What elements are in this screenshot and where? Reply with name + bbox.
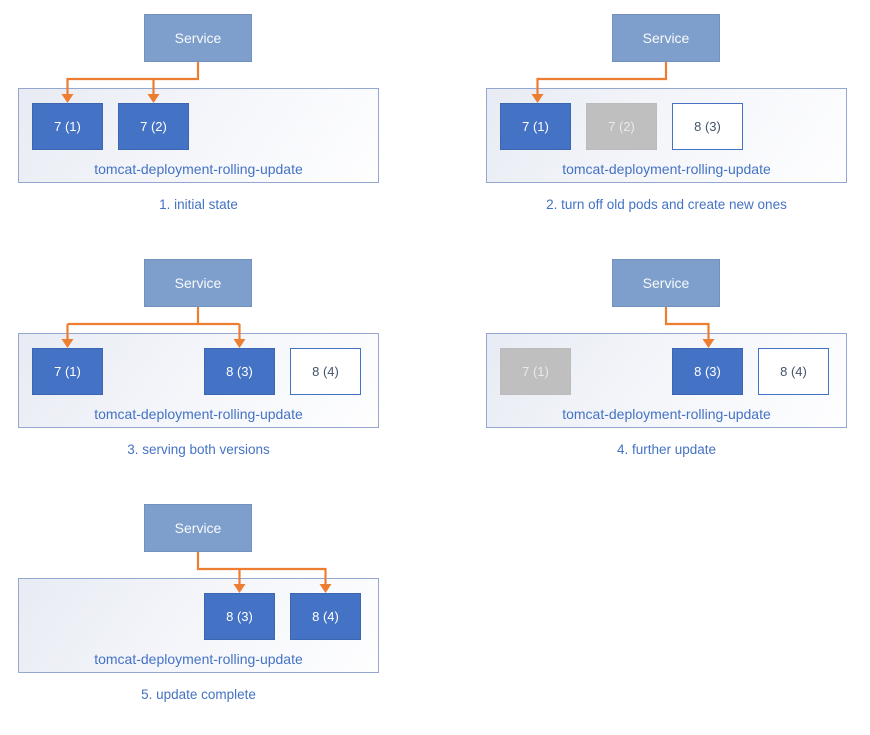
service-label: Service — [174, 30, 222, 46]
pod-label: 8 (3) — [226, 609, 253, 624]
deployment-label: tomcat-deployment-rolling-update — [562, 161, 771, 177]
pod-8-3: 8 (3) — [204, 593, 275, 640]
pod-label: 8 (3) — [226, 364, 253, 379]
deployment-label: tomcat-deployment-rolling-update — [94, 651, 303, 667]
service-node: Service — [144, 504, 252, 552]
pod-label: 7 (2) — [608, 119, 635, 134]
stage-update-complete: Service tomcat-deployment-rolling-update… — [0, 490, 402, 735]
pod-7-1: 7 (1) — [32, 103, 103, 150]
pod-label: 7 (1) — [54, 119, 81, 134]
pod-label: 8 (4) — [780, 364, 807, 379]
pod-8-3: 8 (3) — [672, 348, 743, 395]
deployment-label: tomcat-deployment-rolling-update — [562, 406, 771, 422]
pod-8-4-new: 8 (4) — [758, 348, 829, 395]
pod-label: 7 (2) — [140, 119, 167, 134]
pod-label: 7 (1) — [522, 364, 549, 379]
service-node: Service — [612, 259, 720, 307]
pod-7-1: 7 (1) — [32, 348, 103, 395]
pod-label: 8 (3) — [694, 119, 721, 134]
service-label: Service — [174, 520, 222, 536]
pod-7-1: 7 (1) — [500, 103, 571, 150]
stage-caption: 3. serving both versions — [127, 442, 270, 457]
pod-8-3-new: 8 (3) — [672, 103, 743, 150]
pod-label: 7 (1) — [54, 364, 81, 379]
pod-8-4: 8 (4) — [290, 593, 361, 640]
stage-caption: 1. initial state — [159, 197, 238, 212]
pod-7-2: 7 (2) — [118, 103, 189, 150]
service-label: Service — [642, 275, 690, 291]
service-node: Service — [612, 14, 720, 62]
stage-serving-both-versions: Service tomcat-deployment-rolling-update… — [0, 245, 402, 490]
pod-label: 8 (4) — [312, 364, 339, 379]
service-node: Service — [144, 259, 252, 307]
pod-label: 7 (1) — [522, 119, 549, 134]
pod-8-3: 8 (3) — [204, 348, 275, 395]
pod-label: 8 (3) — [694, 364, 721, 379]
pod-8-4-new: 8 (4) — [290, 348, 361, 395]
stage-caption: 5. update complete — [141, 687, 256, 702]
stage-initial-state: Service tomcat-deployment-rolling-update… — [0, 0, 402, 245]
deployment-label: tomcat-deployment-rolling-update — [94, 161, 303, 177]
pod-7-1-terminated: 7 (1) — [500, 348, 571, 395]
pod-label: 8 (4) — [312, 609, 339, 624]
deployment-label: tomcat-deployment-rolling-update — [94, 406, 303, 422]
stage-caption: 4. further update — [616, 442, 717, 457]
stage-further-update: Service tomcat-deployment-rolling-update… — [468, 245, 870, 490]
service-node: Service — [144, 14, 252, 62]
stage-caption: 2. turn off old pods and create new ones — [546, 197, 787, 212]
pod-7-2-terminated: 7 (2) — [586, 103, 657, 150]
service-label: Service — [642, 30, 690, 46]
stage-turn-off-old-pods: Service tomcat-deployment-rolling-update… — [468, 0, 870, 245]
service-label: Service — [174, 275, 222, 291]
